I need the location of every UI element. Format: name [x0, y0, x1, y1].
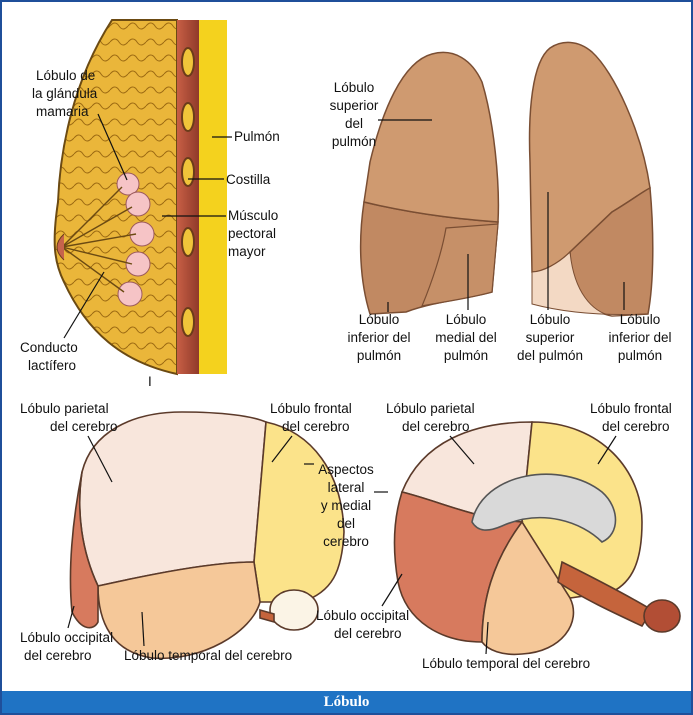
breast-marker: I: [148, 374, 152, 389]
svg-text:del cerebro: del cerebro: [50, 419, 118, 434]
lobe-illustration: Lóbulo de la glándula mamaria Pulmón Cos…: [2, 2, 691, 692]
svg-text:Lóbulo: Lóbulo: [446, 312, 487, 327]
svg-text:la glándula: la glándula: [32, 86, 98, 101]
svg-text:Lóbulo temporal del cerebro: Lóbulo temporal del cerebro: [422, 656, 590, 671]
svg-text:Lóbulo: Lóbulo: [359, 312, 400, 327]
svg-text:Lóbulo occipital: Lóbulo occipital: [20, 630, 113, 645]
svg-text:del: del: [337, 516, 355, 531]
medial-brain: [395, 422, 680, 654]
svg-text:lactífero: lactífero: [28, 358, 76, 373]
svg-text:pulmón: pulmón: [618, 348, 662, 363]
medial-cerebellum: [644, 600, 680, 632]
svg-text:inferior del: inferior del: [347, 330, 410, 345]
svg-text:Lóbulo frontal: Lóbulo frontal: [590, 401, 672, 416]
svg-text:del pulmón: del pulmón: [517, 348, 583, 363]
svg-text:medial del: medial del: [435, 330, 497, 345]
svg-text:y medial: y medial: [321, 498, 371, 513]
svg-text:Lóbulo: Lóbulo: [530, 312, 571, 327]
svg-text:del cerebro: del cerebro: [282, 419, 350, 434]
svg-text:del cerebro: del cerebro: [24, 648, 92, 663]
lateral-occipital-label: Lóbulo occipital del cerebro: [20, 606, 113, 663]
svg-text:pulmón: pulmón: [357, 348, 401, 363]
svg-text:Aspectos: Aspectos: [318, 462, 374, 477]
svg-text:Lóbulo: Lóbulo: [620, 312, 661, 327]
lateral-parietal: [80, 412, 266, 586]
cerebellum-stub: [270, 590, 318, 630]
svg-text:Lóbulo: Lóbulo: [334, 80, 375, 95]
svg-text:pulmón: pulmón: [332, 134, 376, 149]
svg-text:inferior del: inferior del: [608, 330, 671, 345]
svg-text:Lóbulo occipital: Lóbulo occipital: [316, 608, 409, 623]
left-lung-upper: [364, 52, 498, 222]
svg-text:del cerebro: del cerebro: [602, 419, 670, 434]
svg-text:pulmón: pulmón: [444, 348, 488, 363]
svg-text:Lóbulo temporal del cerebro: Lóbulo temporal del cerebro: [124, 648, 292, 663]
svg-text:superior: superior: [526, 330, 575, 345]
svg-text:Lóbulo frontal: Lóbulo frontal: [270, 401, 352, 416]
svg-text:Lóbulo parietal: Lóbulo parietal: [386, 401, 475, 416]
svg-text:del cerebro: del cerebro: [334, 626, 402, 641]
svg-text:mamaria: mamaria: [36, 104, 89, 119]
svg-text:Costilla: Costilla: [226, 172, 271, 187]
caption-bar: Lóbulo: [2, 691, 691, 713]
svg-text:Pulmón: Pulmón: [234, 129, 280, 144]
svg-text:Lóbulo de: Lóbulo de: [36, 68, 95, 83]
lateral-brain: [70, 412, 344, 658]
svg-text:del cerebro: del cerebro: [402, 419, 470, 434]
svg-text:Lóbulo parietal: Lóbulo parietal: [20, 401, 109, 416]
lungs-panel: Lóbulo superior del pulmón Lóbulo inferi…: [330, 42, 672, 363]
svg-text:cerebro: cerebro: [323, 534, 369, 549]
svg-text:lateral: lateral: [328, 480, 365, 495]
breast-panel: Lóbulo de la glándula mamaria Pulmón Cos…: [20, 20, 280, 389]
svg-text:mayor: mayor: [228, 244, 266, 259]
svg-text:Músculo: Músculo: [228, 208, 278, 223]
svg-text:del: del: [345, 116, 363, 131]
svg-text:Conducto: Conducto: [20, 340, 78, 355]
lung-shape: [199, 20, 227, 374]
svg-text:superior: superior: [330, 98, 379, 113]
svg-text:pectoral: pectoral: [228, 226, 276, 241]
